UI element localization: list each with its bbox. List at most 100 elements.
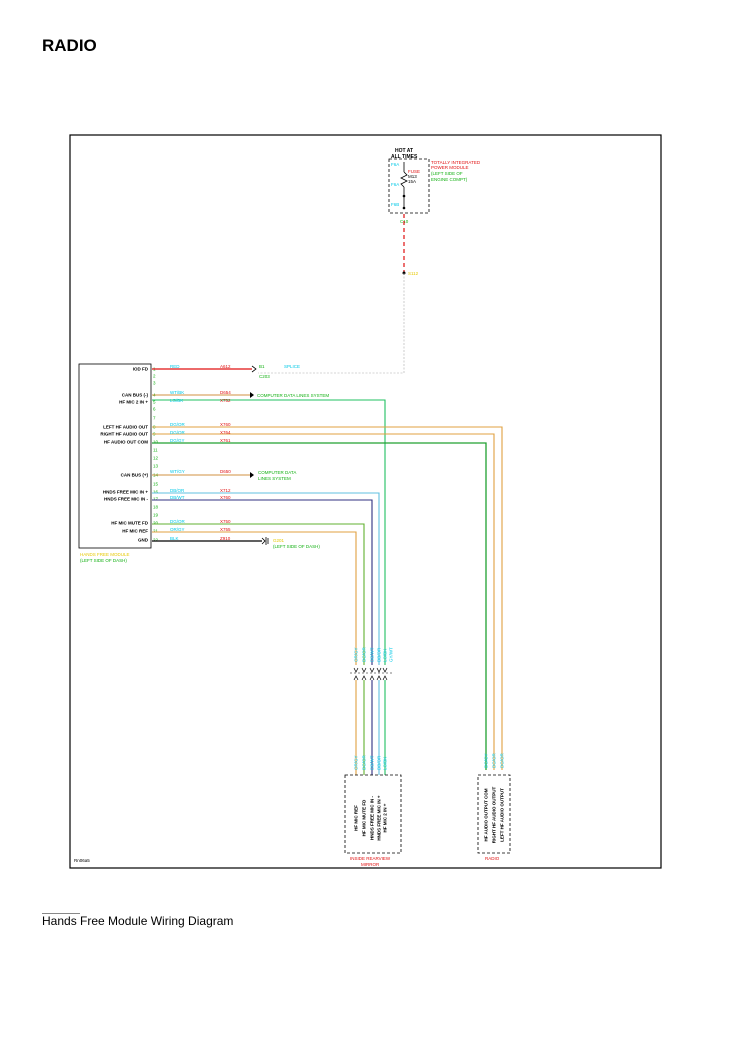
- mirror-pin-label: HF MIC MUTE FD: [362, 799, 367, 836]
- radio-pin-label: LEFT HF AUDIO OUTPUT: [500, 788, 505, 842]
- hfm-pin-label: IOD FD: [133, 367, 149, 372]
- inline-pin-mark: [353, 667, 359, 673]
- wire-1-color: RED: [170, 364, 180, 369]
- hfm-pin-number: 12: [153, 456, 159, 461]
- mirror-wire-label: DB/WT: [370, 755, 375, 770]
- hfm-pin-label: HNDS FREE MIC IN +: [103, 490, 149, 495]
- radio-wire-label: DG/OR: [492, 752, 497, 768]
- radio-pin-label: RIGHT HF AUDIO OUTPUT: [492, 786, 497, 843]
- mirror-pin-label: HNDS FREE MIC IN +: [377, 795, 382, 841]
- mirror-wire-label: DG/OR: [362, 754, 367, 770]
- wire-21-color: OR/GY: [170, 527, 185, 532]
- tipm-location-2: ENGINE COMPT): [431, 177, 468, 182]
- tipm-location-1: (LEFT SIDE OF: [431, 171, 463, 176]
- mirror-wire-label: DB/OR: [377, 755, 382, 770]
- fuse-terminal-mid: F6A: [391, 182, 399, 187]
- hfm-pin-label: HF MIC MUTE FD: [111, 521, 148, 526]
- hfm-pin-number: 6: [153, 407, 156, 412]
- hfm-pin-label: HNDS FREE MIC IN -: [104, 497, 149, 502]
- hfm-pin-number: 18: [153, 505, 159, 510]
- wire-22-color: BLK: [170, 536, 179, 541]
- fuse-terminal-bottom: F6B: [391, 202, 399, 207]
- hfm-pin-number: 2: [153, 374, 156, 379]
- hfm-pin-label: CAN BUS (+): [121, 473, 149, 478]
- figure-caption: Hands Free Module Wiring Diagram: [42, 914, 234, 928]
- diagram-frame: [69, 134, 662, 869]
- inline-wire-label: DG/OR: [362, 646, 367, 662]
- ground-label: G201: [273, 538, 285, 543]
- hfm-pin-number: 11: [153, 448, 158, 453]
- ground-location: (LEFT SIDE OF DASH): [273, 544, 320, 549]
- wire-1-dest: B1: [259, 364, 265, 369]
- hfm-pin-number: 10: [153, 440, 159, 445]
- caption-rule: [42, 913, 80, 914]
- wire-20-circuit: X750: [220, 519, 231, 524]
- hfm-pin-number: 20: [153, 521, 159, 526]
- hfm-pin-number: 3: [153, 381, 156, 386]
- inline-wire-label: DB/OR: [377, 647, 382, 662]
- wire-10-color: DG/GY: [170, 438, 185, 443]
- fuse-terminal-top: F6A: [391, 162, 399, 167]
- mirror-wire-label: LG/BK: [383, 757, 388, 770]
- radio-wire-label: DG/OR: [500, 752, 505, 768]
- hfm-pin-number: 22: [153, 538, 159, 543]
- fuse-box-title-2: ALL TIMES: [391, 154, 418, 160]
- wire-17-color: DB/WT: [170, 495, 185, 500]
- hfm-pin-number: 17: [153, 497, 159, 502]
- splice-label: S112: [408, 271, 419, 276]
- hfm-pin-number: 15: [153, 482, 159, 487]
- inline-pin-mark: [376, 675, 382, 681]
- hfm-pin-number: 19: [153, 513, 159, 518]
- inline-wire-label: OR/GY: [354, 647, 359, 662]
- hfm-pin-label: GND: [138, 538, 149, 543]
- wire-14-color: WT/GY: [170, 469, 185, 474]
- footer-code: Rn06a5: [74, 858, 90, 863]
- tipm-line-2: POWER MODULE: [431, 165, 469, 170]
- wire-4-color: WT/BK: [170, 390, 184, 395]
- inline-pin-mark: [361, 667, 367, 673]
- wire-5-circuit: X752: [220, 398, 231, 403]
- hfm-name-2: (LEFT SIDE OF DASH): [80, 558, 127, 563]
- fuse-name: FUSE: [408, 169, 420, 174]
- hfm-pin-label: LEFT HF AUDIO OUT: [103, 425, 148, 430]
- wire-1-note: SPLICE: [284, 364, 300, 369]
- mirror-pin-label: HF MIC 2 IN +: [383, 803, 388, 832]
- fuse-number: M13: [408, 174, 417, 179]
- wire-16-circuit: X712: [220, 488, 231, 493]
- inline-pin-mark: [376, 667, 382, 673]
- wire-22-circuit: Z910: [220, 536, 231, 541]
- mirror-name-2: MIRROR: [361, 862, 380, 867]
- hfm-pin-label: HF MIC REF: [122, 529, 148, 534]
- wire-4-dest: COMPUTER DATA LINES SYSTEM: [257, 393, 329, 398]
- wire-1-circuit: A612: [220, 364, 231, 369]
- wire-17-circuit: X760: [220, 495, 231, 500]
- hfm-pin-number: 5: [153, 400, 156, 405]
- mirror-wire-label: OR/GY: [354, 755, 359, 770]
- mirror-pin-label: HNDS FREE MIC IN -: [370, 796, 375, 841]
- wire-14-circuit: D650: [220, 469, 231, 474]
- wire-9-circuit: X764: [220, 430, 231, 435]
- hfm-pin-label: HF MIC 2 IN +: [119, 400, 148, 405]
- mirror-pin-label: HF MIC REF: [354, 805, 359, 831]
- wire-14-dest-1: COMPUTER DATA: [258, 470, 296, 475]
- inline-wire-label: DB/WT: [370, 647, 375, 662]
- radio-name: RADIO: [485, 856, 500, 861]
- wire-10-circuit: X761: [220, 438, 231, 443]
- wire-8-color: DG/OR: [170, 422, 186, 427]
- inline-wire-label: GY/WT: [389, 647, 394, 662]
- hfm-pin-number: 13: [153, 464, 159, 469]
- hfm-pin-label: CAN BUS (-): [122, 393, 149, 398]
- wire-1-sub: C203: [259, 374, 270, 379]
- radio-wire-label: DG/GY: [484, 753, 489, 768]
- hands-free-module: 1IOD FD234CAN BUS (-)5HF MIC 2 IN +678LE…: [78, 363, 159, 563]
- hfm-pin-number: 21: [153, 529, 159, 534]
- inline-pin-mark: [361, 675, 367, 681]
- inline-pin-mark: [369, 675, 375, 681]
- hfm-pin-label: RIGHT HF AUDIO OUT: [100, 432, 148, 437]
- wire-20-color: DG/OR: [170, 519, 186, 524]
- radio-pin-label: HF AUDIO OUTPUT COM: [484, 788, 489, 841]
- wire-8-circuit: X760: [220, 422, 231, 427]
